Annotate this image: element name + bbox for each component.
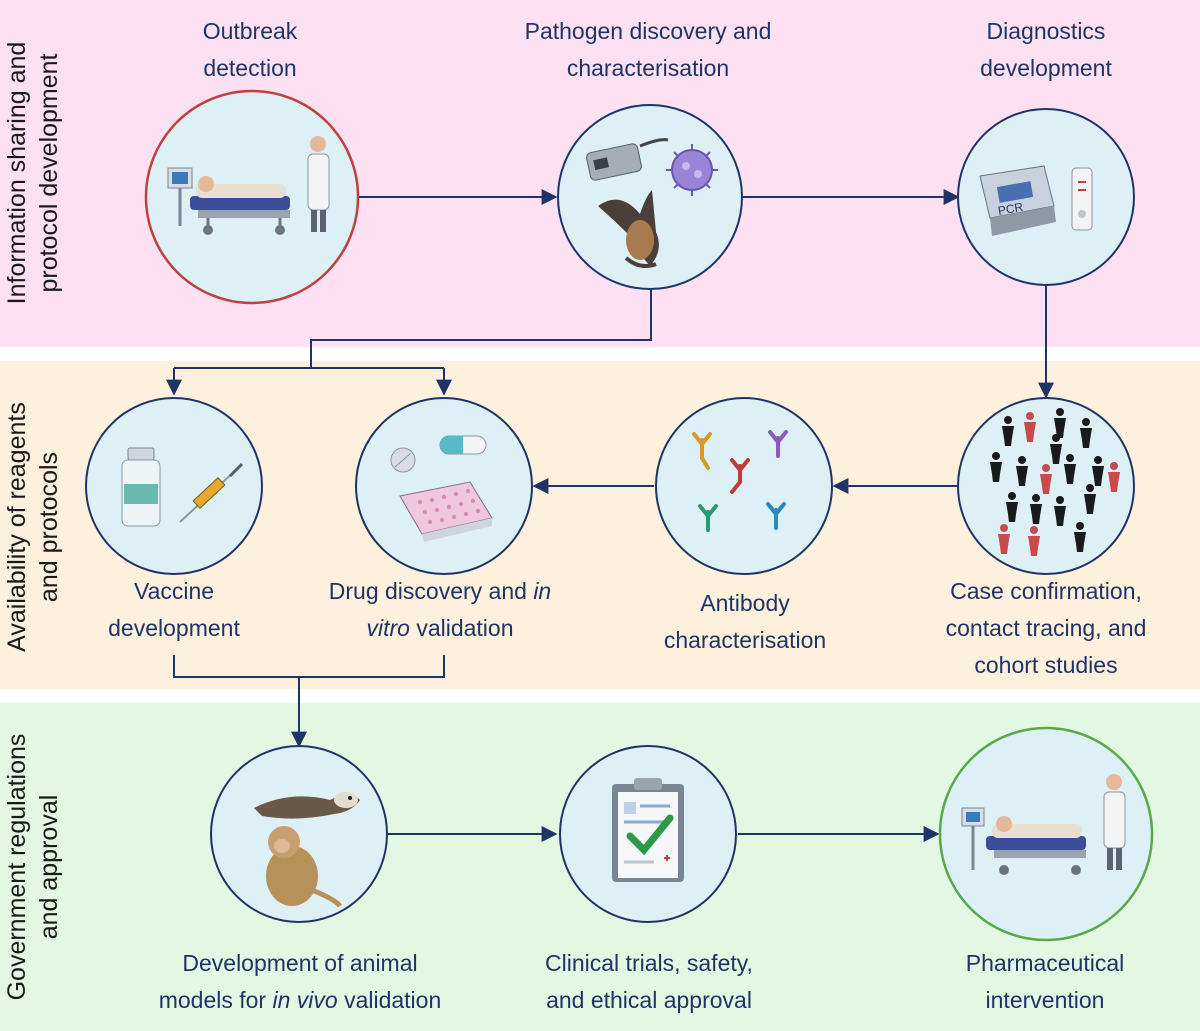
person-icon (1084, 484, 1096, 514)
person-icon (1080, 418, 1092, 448)
person-icon (1108, 462, 1120, 492)
person-icon (1024, 412, 1036, 442)
hospital-bed-icon (167, 167, 290, 235)
people-icons (990, 408, 1120, 556)
label-clinical-trials: Clinical trials, safety,and ethical appr… (545, 950, 753, 1013)
branch-pathogen-split (310, 286, 652, 368)
syringe-icon (179, 462, 244, 523)
circle-drug (355, 397, 533, 575)
person-icon (1054, 408, 1066, 438)
svg-text:PCR: PCR (997, 200, 1025, 218)
person-icon (1006, 492, 1018, 522)
person-icon (1030, 494, 1042, 524)
circle-animal (210, 745, 388, 923)
doctor-icon (307, 136, 330, 232)
recovery-doctor-icon (1103, 774, 1126, 870)
person-icon (1054, 496, 1066, 526)
person-icon (990, 452, 1002, 482)
person-icon (998, 524, 1010, 554)
pill-icon (390, 447, 416, 473)
connector-arrows (166, 189, 1054, 842)
recovery-bed-icon (961, 807, 1086, 875)
person-icon (1040, 464, 1052, 494)
person-icon (1028, 526, 1040, 556)
well-plate-icon (399, 481, 493, 542)
person-icon (1050, 434, 1062, 464)
circle-vaccine (85, 397, 263, 575)
label-drug-discovery: Drug discovery and in vitro validation (328, 578, 552, 641)
vaccine-vial-icon (121, 447, 161, 527)
ferret-icon (254, 792, 360, 819)
person-icon (1064, 454, 1076, 484)
label-animal-models: Development of animal models for in vivo… (158, 950, 442, 1013)
person-icon (1016, 456, 1028, 486)
monkey-icon (266, 826, 343, 908)
person-icon (1074, 522, 1086, 552)
virus-icon (666, 144, 718, 196)
merge-vaccine-drug (173, 655, 445, 678)
capsule-icon (439, 435, 487, 455)
antibody-icons (692, 430, 788, 532)
clipboard-icon (612, 778, 684, 882)
person-icon (1002, 416, 1014, 446)
test-strip-icon (1071, 167, 1093, 231)
bat-icon (598, 190, 659, 268)
person-icon (1092, 456, 1104, 486)
sequencer-icon (586, 138, 669, 181)
circle-antibody (655, 397, 833, 575)
pcr-machine-icon: PCR (979, 165, 1056, 236)
